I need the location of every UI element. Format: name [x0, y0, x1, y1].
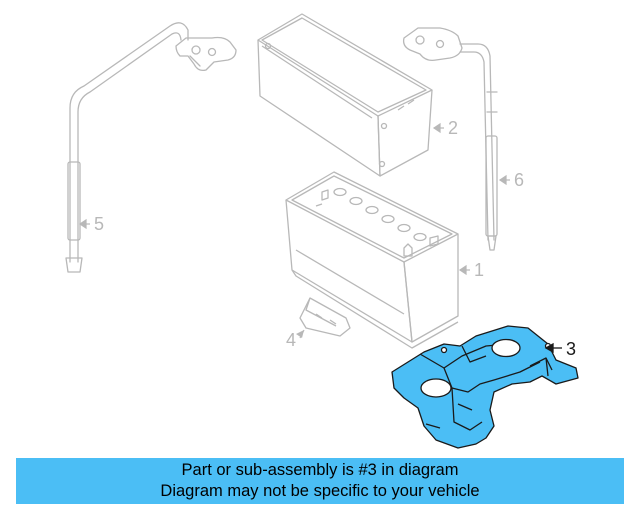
- part-2-battery-cover: [257, 13, 433, 177]
- part-4-hold-down-bracket: [299, 297, 351, 337]
- callout-6: 6: [514, 170, 524, 190]
- callout-4: 4: [286, 330, 296, 350]
- callout-3: 3: [566, 339, 576, 359]
- part-5-cable: [65, 22, 237, 273]
- callout-leaders: [78, 122, 510, 339]
- part-1-battery: [285, 171, 459, 349]
- part-3-battery-tray: [391, 325, 579, 449]
- parts-diagram: 2 6 1 4 5 3: [65, 13, 579, 449]
- callout-5: 5: [94, 214, 104, 234]
- callout-leader-3: [544, 342, 562, 354]
- callout-1: 1: [474, 260, 484, 280]
- part-6-cable: [402, 27, 498, 251]
- banner-line-disclaimer: Diagram may not be specific to your vehi…: [160, 482, 480, 500]
- callout-2: 2: [448, 118, 458, 138]
- info-banner: Part or sub-assembly is #3 in diagram Di…: [16, 458, 624, 504]
- banner-line-part-number: Part or sub-assembly is #3 in diagram: [181, 461, 459, 479]
